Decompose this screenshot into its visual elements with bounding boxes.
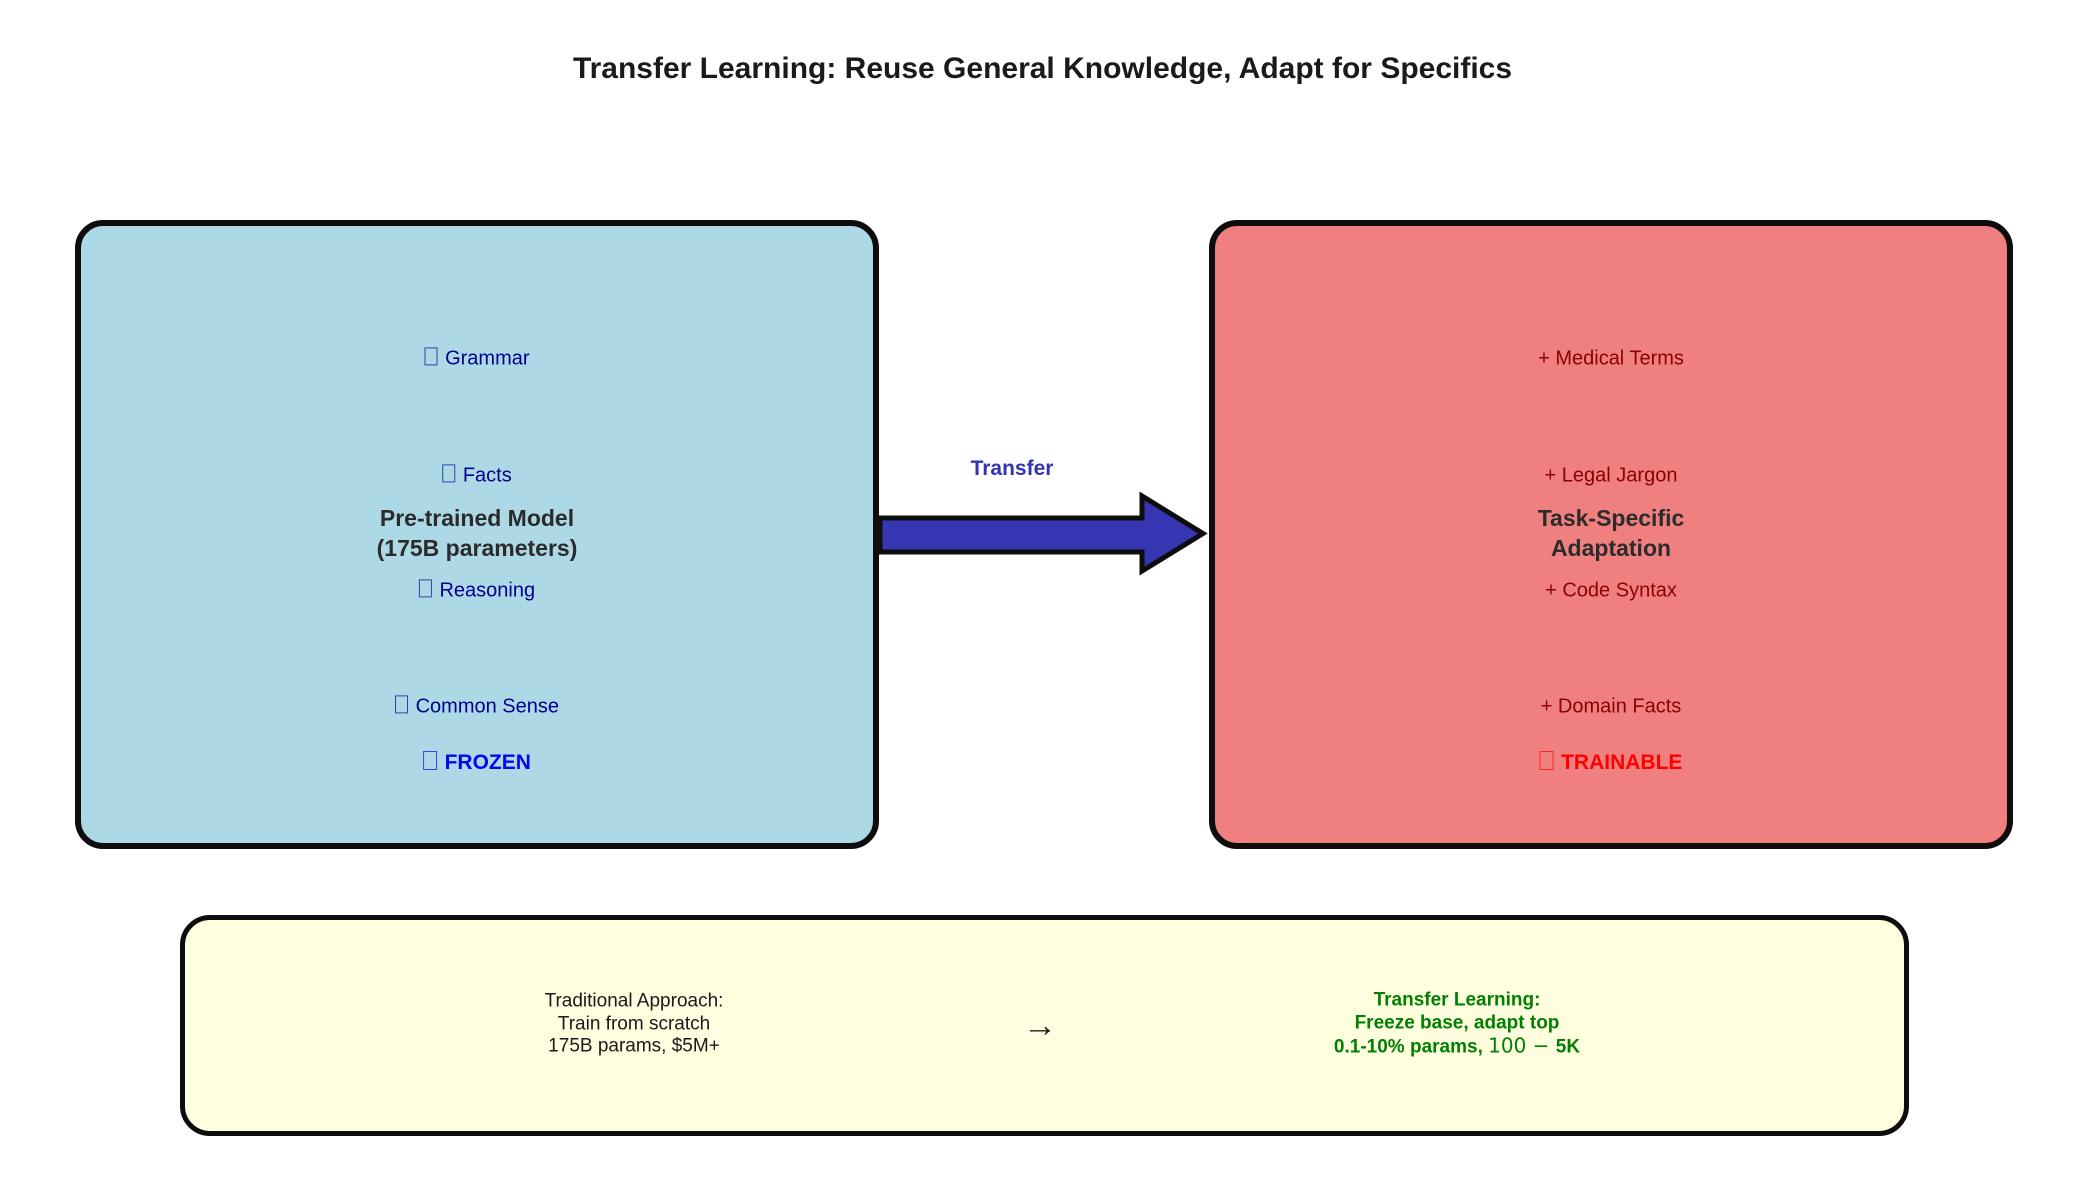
transfer-learning-line3-bold2: 5K: [1555, 1036, 1581, 1058]
transfer-label: Transfer: [970, 457, 1054, 480]
trainable-status: TRAINABLE: [1539, 751, 1683, 775]
pretrained-model-title-line2: (175B parameters): [376, 535, 578, 561]
comparison-arrow-icon: →: [1023, 1006, 1057, 1045]
comparison-box: [180, 915, 1909, 1136]
adaptation-item-domain-facts: + Domain Facts: [1540, 695, 1682, 718]
adaptation-title: Task-Specific Adaptation: [1538, 503, 1685, 563]
transfer-learning-line1: Transfer Learning:: [1373, 989, 1541, 1011]
pretrained-model-title-line1: Pre-trained Model: [379, 505, 575, 531]
frozen-label: FROZEN: [444, 751, 531, 774]
transfer-arrow-icon: [877, 491, 1208, 576]
adaptation-item-medical-terms: + Medical Terms: [1538, 347, 1684, 370]
transfer-learning-line3: 0.1-10% params, 100 − 5K: [1334, 1034, 1580, 1059]
missing-glyph-icon: [1539, 751, 1554, 771]
missing-glyph-icon: [423, 751, 437, 771]
knowledge-label: Reasoning: [439, 579, 536, 602]
traditional-line1: Traditional Approach:: [544, 990, 724, 1012]
frozen-status: FROZEN: [423, 751, 531, 775]
trainable-label: TRAINABLE: [1561, 751, 1683, 774]
knowledge-label: Facts: [462, 464, 512, 487]
missing-glyph-icon: [424, 347, 438, 366]
missing-glyph-icon: [442, 464, 456, 483]
traditional-line3: 175B params, $5M+: [548, 1035, 720, 1057]
missing-glyph-icon: [395, 695, 408, 714]
diagram-title: Transfer Learning: Reuse General Knowled…: [572, 52, 1513, 85]
knowledge-item-reasoning: Reasoning: [418, 579, 536, 602]
adaptation-title-line1: Task-Specific: [1537, 505, 1685, 531]
adaptation-item-code-syntax: + Code Syntax: [1545, 579, 1677, 602]
knowledge-label: Grammar: [445, 347, 530, 370]
pretrained-model-box: [75, 220, 879, 849]
knowledge-item-common-sense: Common Sense: [395, 695, 559, 718]
adaptation-item-legal-jargon: + Legal Jargon: [1544, 464, 1678, 487]
transfer-learning-line3-math: 100 −: [1488, 1033, 1556, 1058]
transfer-learning-line2: Freeze base, adapt top: [1354, 1011, 1560, 1033]
transfer-learning-line3-bold: 0.1-10% params,: [1333, 1036, 1489, 1058]
knowledge-label: Common Sense: [415, 695, 559, 718]
knowledge-item-facts: Facts: [442, 464, 512, 487]
pretrained-model-title: Pre-trained Model (175B parameters): [377, 503, 578, 563]
traditional-line2: Train from scratch: [557, 1012, 711, 1034]
adaptation-box: [1209, 220, 2013, 849]
transfer-learning-text: Transfer Learning: Freeze base, adapt to…: [1334, 989, 1580, 1059]
adaptation-title-line2: Adaptation: [1550, 535, 1672, 561]
traditional-approach-text: Traditional Approach: Train from scratch…: [545, 990, 724, 1058]
missing-glyph-icon: [418, 579, 432, 598]
knowledge-item-grammar: Grammar: [424, 347, 530, 370]
